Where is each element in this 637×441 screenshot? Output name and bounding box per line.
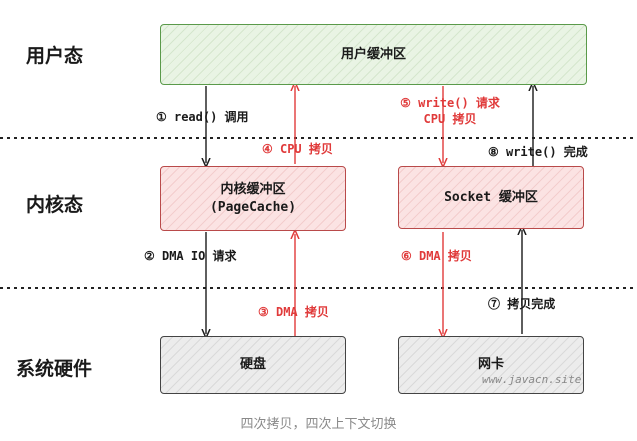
- user-buffer-box: 用户缓冲区: [160, 24, 587, 85]
- step-3-dma-copy: ③ DMA 拷贝: [258, 305, 329, 319]
- step-1-read-call: ① read() 调用: [156, 110, 249, 124]
- step-7-copy-complete: ⑦ 拷贝完成: [488, 297, 556, 311]
- disk-box: 硬盘: [160, 336, 346, 394]
- nic-box: 网卡: [398, 336, 584, 394]
- step-2-dma-io-request: ② DMA IO 请求: [144, 249, 237, 263]
- lane-label-hardware: 系统硬件: [16, 358, 93, 380]
- socket-buffer-box: Socket 缓冲区: [398, 166, 584, 229]
- lane-label-kernel: 内核态: [26, 194, 84, 216]
- step-6-dma-copy: ⑥ DMA 拷贝: [401, 249, 472, 263]
- step-4-cpu-copy: ④ CPU 拷贝: [262, 142, 333, 156]
- page-cache-box: 内核缓冲区 (PageCache): [160, 166, 346, 231]
- lane-label-user: 用户态: [26, 45, 84, 67]
- diagram-caption: 四次拷贝，四次上下文切换: [240, 417, 397, 432]
- watermark: www.javacn.site: [482, 373, 582, 386]
- step-5-write-cpu-copy: ⑤ write() 请求 CPU 拷贝: [400, 96, 500, 126]
- step-8-write-complete: ⑧ write() 完成: [488, 145, 588, 159]
